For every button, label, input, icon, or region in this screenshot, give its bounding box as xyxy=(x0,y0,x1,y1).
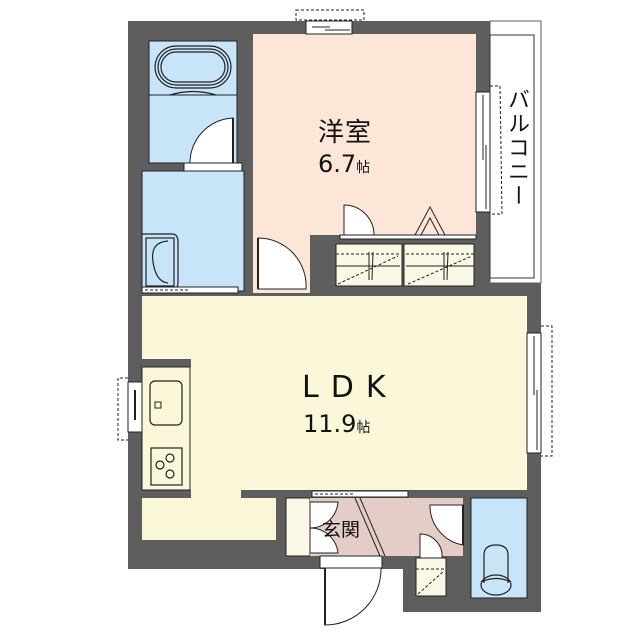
toilet-room xyxy=(470,497,528,599)
ldk-name: LDK xyxy=(302,370,398,405)
western-room-door[interactable] xyxy=(257,237,307,290)
window-kitchen[interactable] xyxy=(117,377,143,441)
western-room-area: 6.7帖 xyxy=(318,150,370,178)
ldk-area-value: 11.9 xyxy=(303,410,357,438)
window-balcony[interactable] xyxy=(475,85,503,215)
bath-door[interactable] xyxy=(189,117,234,164)
storage-door[interactable] xyxy=(419,533,443,559)
window-north[interactable] xyxy=(295,9,365,35)
bathtub-icon xyxy=(154,45,232,96)
washroom-sliding-door[interactable] xyxy=(141,286,239,294)
western-room-area-unit: 帖 xyxy=(356,160,371,176)
balcony-name: バルコニー xyxy=(504,88,529,208)
western-room-area-value: 6.7 xyxy=(318,150,357,178)
entrance-name: 玄関 xyxy=(322,519,361,541)
toilet-icon xyxy=(480,544,512,596)
hall-sliding-door[interactable] xyxy=(311,490,409,498)
window-ldk-east[interactable] xyxy=(526,325,553,457)
closet-door-left[interactable] xyxy=(343,204,375,236)
western-room xyxy=(253,34,476,235)
kitchen-counter xyxy=(141,366,191,491)
ldk-area: 11.9帖 xyxy=(303,410,370,438)
stove-burners-icon xyxy=(150,447,183,486)
closet-door-right-folding[interactable] xyxy=(414,205,446,236)
toilet-door[interactable] xyxy=(429,504,464,546)
washroom xyxy=(141,170,245,292)
storage xyxy=(415,557,447,597)
closets xyxy=(335,243,475,287)
western-room-name: 洋室 xyxy=(318,118,373,148)
shoe-cabinet xyxy=(285,497,311,557)
entry-door[interactable] xyxy=(319,555,383,626)
balcony xyxy=(489,20,542,284)
ldk-room xyxy=(142,296,527,490)
shoe-cabinet-doors[interactable] xyxy=(309,501,339,554)
sink-icon xyxy=(149,380,183,426)
ldk-area-unit: 帖 xyxy=(356,420,371,436)
